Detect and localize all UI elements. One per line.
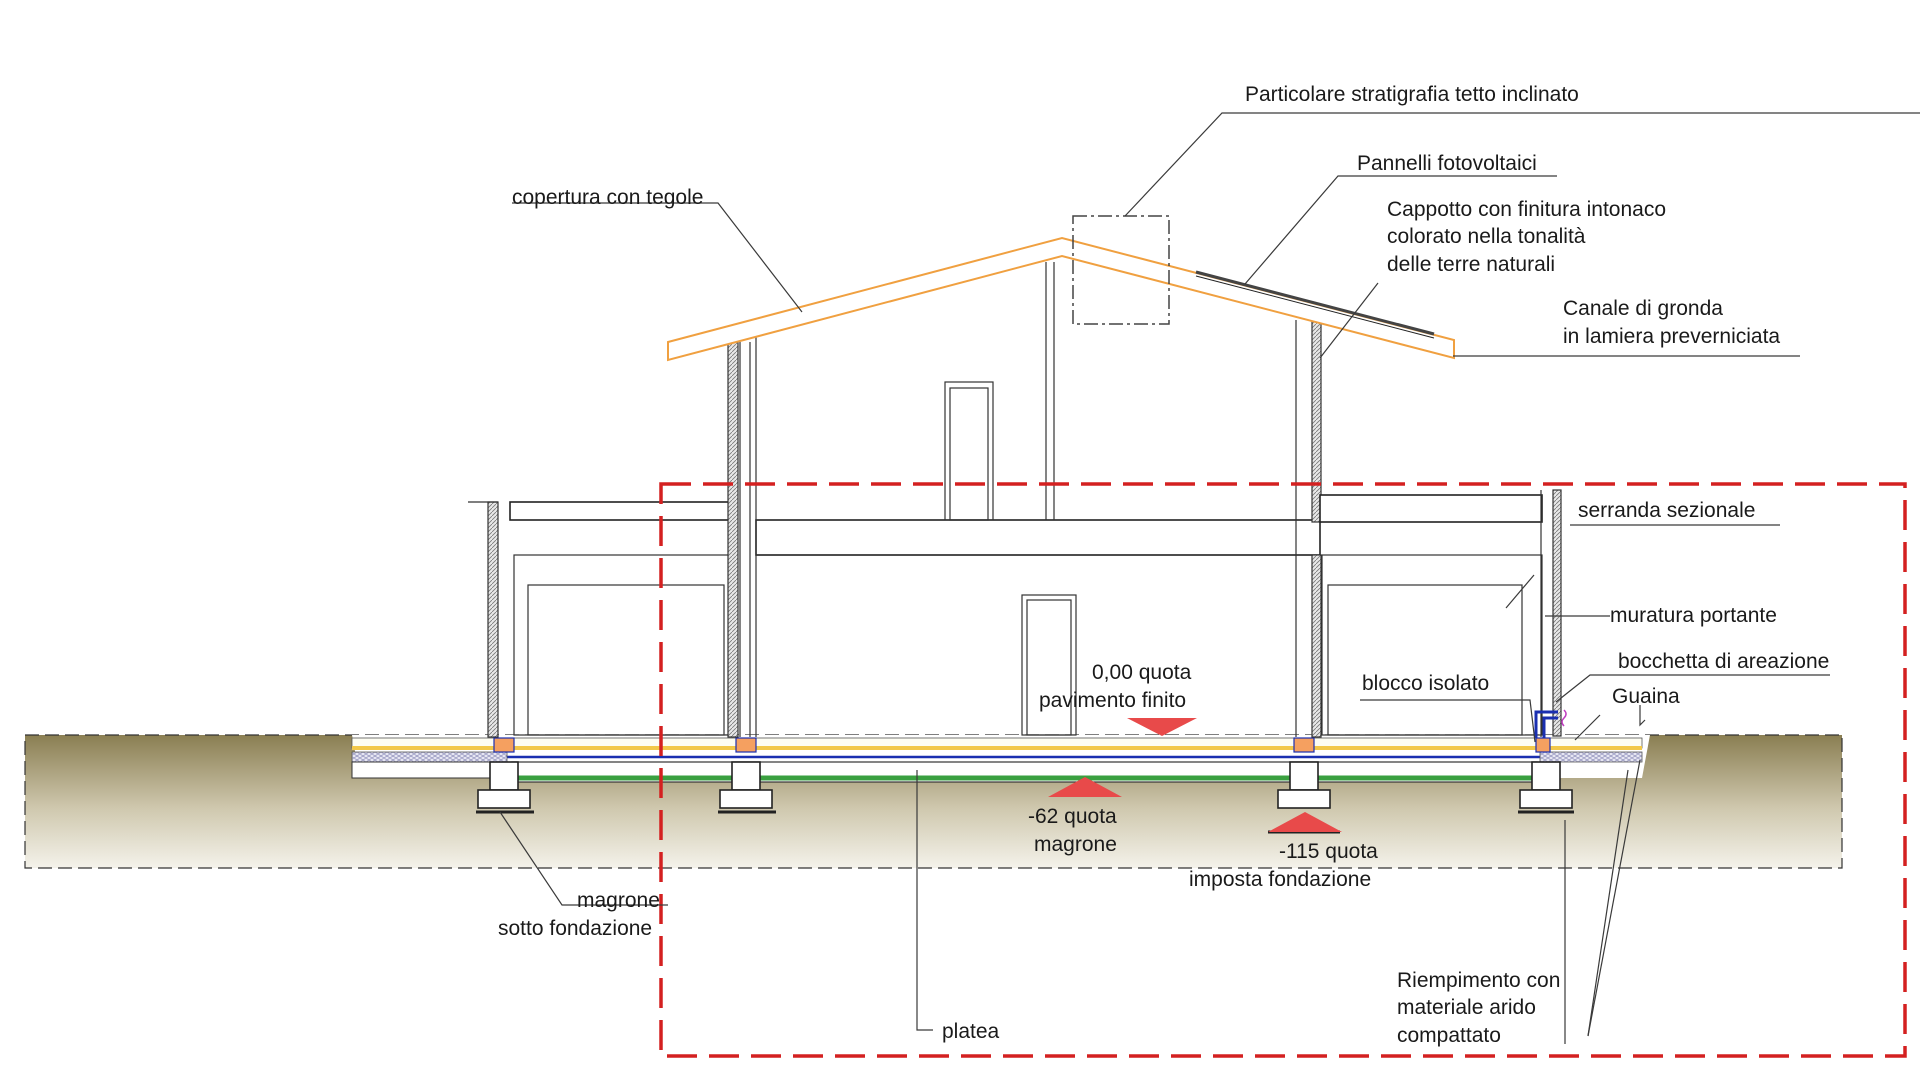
leader-lines <box>499 112 1920 1044</box>
label-lean-level-1: -62 quota <box>1028 805 1117 828</box>
label-door: serranda sezionale <box>1578 499 1755 522</box>
label-floor-level-1: 0,00 quota <box>1092 661 1192 684</box>
footing-1 <box>476 737 534 814</box>
footing-2 <box>718 737 776 814</box>
label-coat-2: colorato nella tonalità <box>1387 225 1586 248</box>
label-found-level-1: -115 quota <box>1279 840 1378 863</box>
label-coat-3: delle terre naturali <box>1387 253 1555 276</box>
floor-layers <box>351 737 1643 783</box>
label-fill-1: Riempimento con <box>1397 969 1560 992</box>
label-found-level-2: imposta fondazione <box>1189 868 1371 891</box>
label-block: blocco isolato <box>1362 672 1489 695</box>
label-bearing-wall: muratura portante <box>1610 604 1777 627</box>
label-tiles: copertura con tegole <box>512 186 703 209</box>
label-pv-panels: Pannelli fotovoltaici <box>1357 152 1537 175</box>
roof <box>667 215 1455 362</box>
label-lean-below-2: sotto fondazione <box>498 917 652 940</box>
label-membrane: Guaina <box>1612 685 1680 708</box>
label-coat-1: Cappotto con finitura intonaco <box>1387 198 1666 221</box>
label-slab: platea <box>942 1020 1000 1043</box>
label-vent: bocchetta di areazione <box>1618 650 1829 673</box>
label-fill-2: materiale arido <box>1397 996 1536 1019</box>
level-markers <box>1048 718 1342 832</box>
label-roof-detail: Particolare stratigrafia tetto inclinato <box>1245 83 1579 106</box>
footing-4 <box>1518 737 1574 814</box>
label-gutter-2: in lamiera preverniciata <box>1563 325 1780 348</box>
label-lean-below-1: magrone <box>577 889 660 912</box>
label-gutter-1: Canale di gronda <box>1563 297 1723 320</box>
label-lean-level-2: magrone <box>1034 833 1117 856</box>
label-fill-3: compattato <box>1397 1024 1501 1047</box>
detail-frame <box>659 482 1907 1058</box>
labels: Particolare stratigrafia tetto inclinato… <box>498 83 1829 1047</box>
label-floor-level-2: pavimento finito <box>1039 689 1186 712</box>
